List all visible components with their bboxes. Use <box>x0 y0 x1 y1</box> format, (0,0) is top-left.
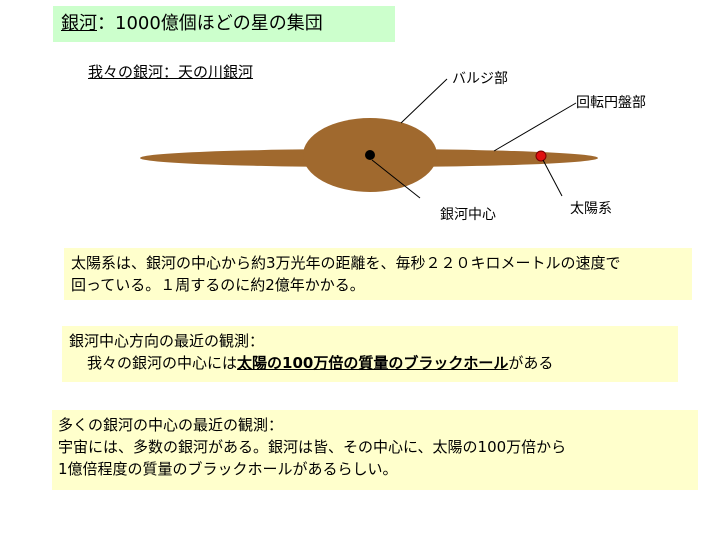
galaxies-observation-heading: 多くの銀河の中心の最近の観測： <box>58 416 284 434</box>
black-hole-highlight: 太陽の100万倍の質量のブラックホール <box>237 354 509 372</box>
galaxies-observation-line3: 1億倍程度の質量のブラックホールがあるらしい。 <box>58 460 398 478</box>
milky-way-observation-heading: 銀河中心方向の最近の観測： <box>69 332 265 350</box>
galaxies-observation-note: 多くの銀河の中心の最近の観測： 宇宙には、多数の銀河がある。銀河は皆、その中心に… <box>52 410 698 490</box>
observation-text-pre: 我々の銀河の中心には <box>87 354 238 372</box>
milky-way-observation-body: 我々の銀河の中心には太陽の100万倍の質量のブラックホールがある <box>69 352 671 374</box>
galaxy-center-dot <box>365 150 375 160</box>
title-rest: ：1000億個ほどの星の集団 <box>97 13 323 34</box>
solar-system-note: 太陽系は、銀河の中心から約3万光年の距離を、毎秒２２０キロメートルの速度で 回っ… <box>64 248 692 300</box>
milky-way-observation-note: 銀河中心方向の最近の観測： 我々の銀河の中心には太陽の100万倍の質量のブラック… <box>62 326 678 382</box>
galaxy-diagram <box>140 78 598 199</box>
disk-label: 回転円盤部 <box>576 95 646 111</box>
center-leader-line <box>371 159 421 199</box>
sun-dot <box>535 150 547 162</box>
disk-leader-line <box>493 102 577 152</box>
sun-label: 太陽系 <box>570 201 612 217</box>
title-box: 銀河：1000億個ほどの星の集団 <box>53 6 395 42</box>
solar-system-note-line1: 太陽系は、銀河の中心から約3万光年の距離を、毎秒２２０キロメートルの速度で <box>71 254 621 272</box>
sun-leader-line <box>542 159 563 197</box>
bulge-leader-line <box>400 78 448 124</box>
solar-system-note-line2: 回っている。１周するのに約2億年かかる。 <box>71 276 365 294</box>
bulge-label: バルジ部 <box>452 71 508 87</box>
title-term: 銀河 <box>61 13 97 34</box>
center-label: 銀河中心 <box>440 207 496 223</box>
subtitle: 我々の銀河：天の川銀河 <box>88 63 254 81</box>
galaxies-observation-line2: 宇宙には、多数の銀河がある。銀河は皆、その中心に、太陽の100万倍から <box>58 438 567 456</box>
observation-text-post: がある <box>508 354 554 372</box>
